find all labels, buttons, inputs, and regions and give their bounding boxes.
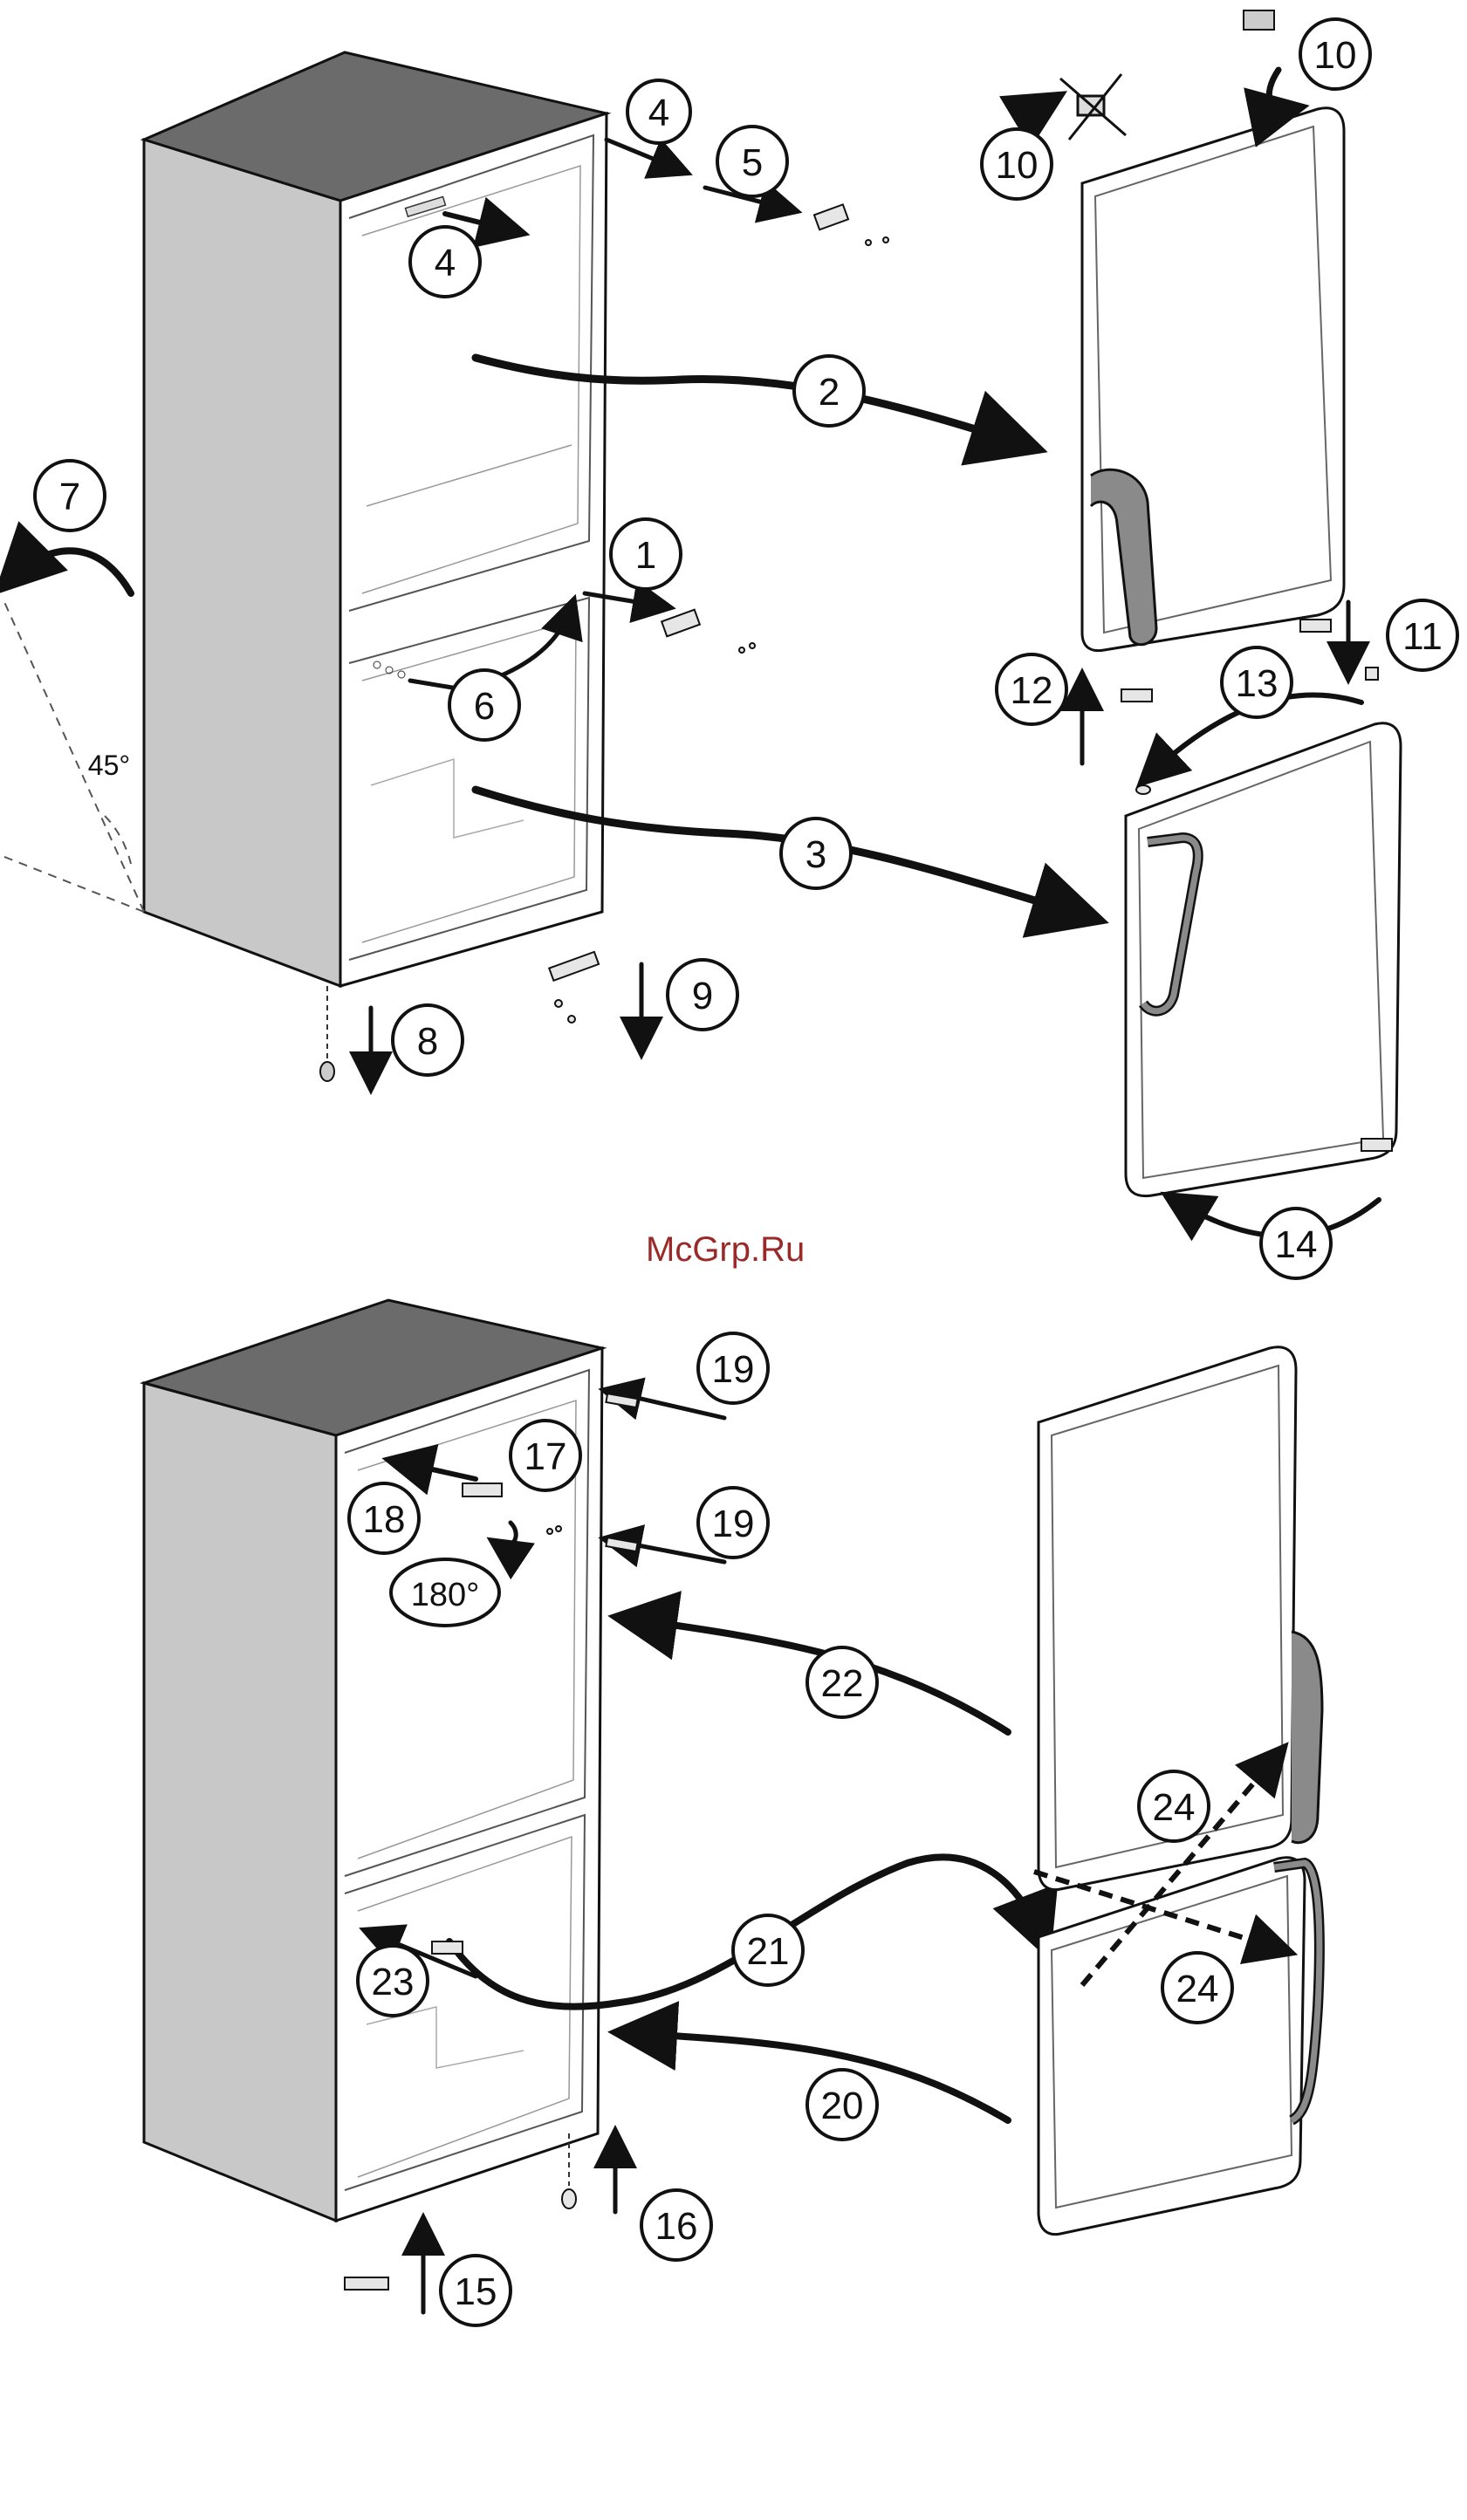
step-7-label: 7 (59, 476, 80, 518)
step-4-label: 4 (648, 92, 669, 134)
step-5-label: 5 (742, 141, 763, 184)
fridge-door-lower (1126, 723, 1401, 1196)
tilt-angle-label: 45° (88, 750, 130, 781)
step-6-label: 6 (474, 685, 495, 728)
step-16-label: 16 (655, 2205, 698, 2248)
step-11-label: 11 (1402, 615, 1443, 658)
door-lower-reversed (1039, 1858, 1320, 2235)
step-9-label: 9 (692, 975, 713, 1017)
step-13-label: 13 (1236, 662, 1278, 705)
step-14-label: 14 (1275, 1223, 1318, 1266)
step-17-label: 17 (524, 1435, 567, 1478)
step-19-label: 19 (712, 1503, 755, 1545)
step-21-label: 21 (747, 1930, 790, 1973)
rotation-label: 180° (411, 1577, 480, 1613)
step-4-label: 4 (435, 242, 456, 284)
cross-out-icon (1060, 74, 1126, 140)
adjustable-foot (320, 1062, 334, 1081)
cover-cap (1244, 10, 1274, 30)
step-10-label: 10 (996, 144, 1039, 187)
step-24-label: 24 (1176, 1968, 1219, 2010)
hinge-part-lower (549, 952, 599, 1023)
step-3-label: 3 (805, 833, 826, 876)
step-22-label: 22 (821, 1662, 864, 1705)
fridge-cabinet-top (144, 52, 607, 986)
step-19-label: 19 (712, 1348, 755, 1391)
step-23-label: 23 (372, 1961, 415, 2003)
step-8-label: 8 (417, 1020, 438, 1063)
step-24-label: 24 (1153, 1786, 1196, 1829)
step-12-label: 12 (1011, 669, 1053, 712)
step-2-label: 2 (819, 371, 840, 414)
step-10-label: 10 (1314, 34, 1357, 77)
freezer-door-upper (1082, 108, 1344, 651)
watermark: McGrp.Ru (646, 1230, 805, 1270)
hinge-part-middle (662, 610, 755, 653)
hinge-part-upper (814, 204, 888, 245)
step-18-label: 18 (363, 1498, 406, 1541)
step-20-label: 20 (821, 2085, 864, 2127)
step-15-label: 15 (455, 2270, 497, 2313)
step-1-label: 1 (635, 534, 656, 577)
